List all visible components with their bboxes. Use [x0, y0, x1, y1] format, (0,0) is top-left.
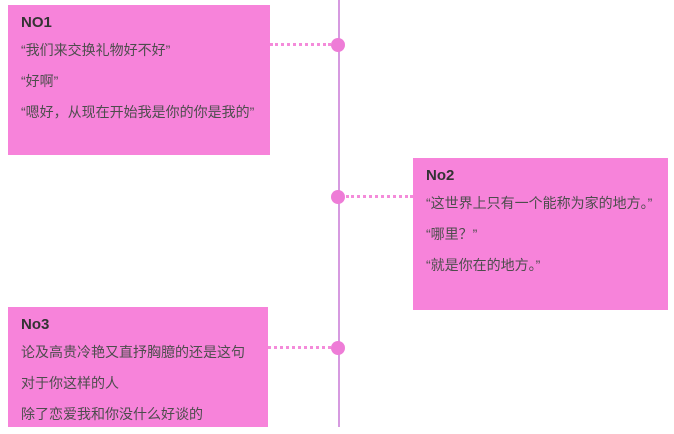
card-text-line: 除了恋爱我和你没什么好谈的: [21, 406, 203, 422]
event-card-no1: NO1 “我们来交换礼物好不好” “好啊” “嗯好，从现在开始我是你的你是我的”: [8, 5, 270, 155]
card-title: NO1: [21, 14, 52, 31]
card-text-line: “我们来交换礼物好不好”: [21, 42, 171, 58]
event-card-no2: No2 “这世界上只有一个能称为家的地方。” “哪里？” “就是你在的地方。”: [413, 158, 668, 310]
card-text-line: 对于你这样的人: [21, 375, 119, 391]
timeline-dot-3: [331, 341, 345, 355]
card-text-line: “这世界上只有一个能称为家的地方。”: [426, 195, 653, 211]
timeline-dot-2: [331, 190, 345, 204]
card-title: No3: [21, 316, 50, 333]
card-text-line: “哪里？”: [426, 226, 478, 242]
connector-dotted-line-2: [346, 195, 413, 198]
connector-dotted-line-1: [270, 43, 331, 46]
card-title: No2: [426, 167, 455, 184]
card-text-line: 论及高贵冷艳又直抒胸臆的还是这句: [21, 344, 245, 360]
card-text-line: “嗯好，从现在开始我是你的你是我的”: [21, 104, 255, 120]
event-card-no3: No3 论及高贵冷艳又直抒胸臆的还是这句 对于你这样的人 除了恋爱我和你没什么好…: [8, 307, 268, 427]
timeline-vertical-line: [338, 0, 340, 427]
card-text-line: “就是你在的地方。”: [426, 257, 541, 273]
timeline-dot-1: [331, 38, 345, 52]
card-text-line: “好啊”: [21, 73, 59, 89]
connector-dotted-line-3: [268, 346, 331, 349]
